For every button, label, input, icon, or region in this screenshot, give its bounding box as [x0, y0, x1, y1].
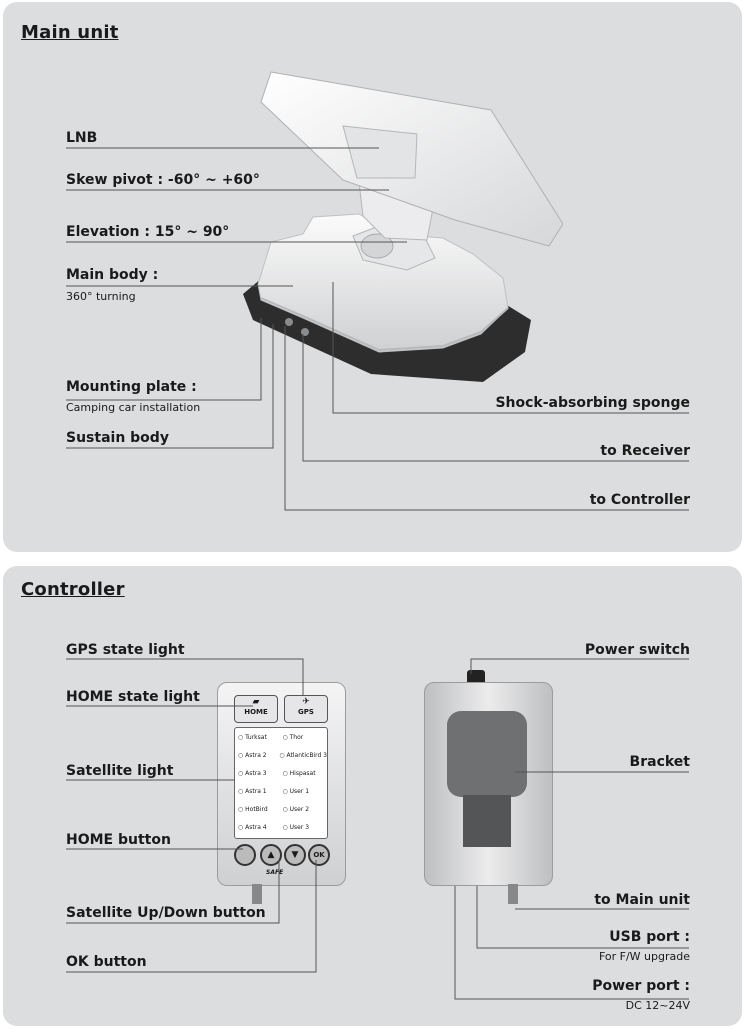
- gps-key[interactable]: ✈ GPS: [284, 695, 328, 723]
- usb-port-label: USB port :: [609, 929, 690, 945]
- bracket-label: Bracket: [629, 754, 690, 770]
- gps-state-light-label: GPS state light: [66, 642, 185, 658]
- ok-button-label: OK button: [66, 954, 147, 970]
- power-switch-label: Power switch: [584, 642, 690, 658]
- satellite-row: ○ Astra 3 ○ Hispasat: [235, 764, 327, 782]
- gps-key-label: GPS: [298, 708, 314, 716]
- mounting-plate-label: Mounting plate :: [66, 379, 197, 395]
- main-unit-title: Main unit: [21, 22, 119, 43]
- to-controller-label: to Controller: [589, 492, 690, 508]
- power-port-label: Power port :: [592, 978, 690, 994]
- skew-pivot-label: Skew pivot : -60° ~ +60°: [66, 172, 260, 188]
- controller-title: Controller: [21, 579, 125, 600]
- satellite-list: ○ Turksat ○ Thor ○ Astra 2 ○ AtlanticBird 3…: [235, 728, 327, 836]
- controller-front-device: ▰ HOME ✈ GPS ○ Turksat○ Thor○ Astra 2○ A…: [217, 682, 346, 886]
- main-body-sub-label: 360° turning: [66, 290, 136, 303]
- satellite-row: ○ Astra 2 ○ AtlanticBird 3: [235, 746, 327, 764]
- satellite-item: ○ User 3: [282, 823, 310, 831]
- satellite-list-screen: ○ Turksat ○ Thor ○ Astra 2 ○ AtlanticBird 3…: [234, 727, 328, 839]
- home-key-label: HOME: [244, 708, 268, 716]
- elevation-label: Elevation : 15° ~ 90°: [66, 224, 230, 240]
- satellite-item: ○ AtlanticBird 3: [279, 751, 327, 759]
- home-key[interactable]: ▰ HOME: [234, 695, 278, 723]
- main-body-label: Main body :: [66, 267, 159, 283]
- controller-rear-device: [424, 682, 553, 886]
- satellite-row: ○ Astra 4 ○ User 3: [235, 818, 327, 836]
- power-port-sub-label: DC 12~24V: [625, 999, 690, 1012]
- main-unit-leader-lines: [66, 147, 689, 511]
- satellite-item: ○ Thor: [282, 733, 304, 741]
- antenna-illustration: [243, 71, 564, 382]
- rear-connector: [508, 884, 518, 904]
- satellite-row: ○ HotBird ○ User 2: [235, 800, 327, 818]
- satellite-light-label: Satellite light: [66, 763, 174, 779]
- satellite-item: ○ Astra 3: [238, 769, 267, 777]
- controller-leader-lines: [66, 658, 689, 1000]
- ok-button[interactable]: OK: [308, 844, 330, 866]
- satellite-down-button[interactable]: ▼: [284, 844, 306, 866]
- satellite-item: ○ Astra 2: [238, 751, 267, 759]
- to-main-unit-label: to Main unit: [594, 892, 690, 908]
- satellite-item: ○ Astra 4: [238, 823, 267, 831]
- sustain-body-label: Sustain body: [66, 430, 169, 446]
- satellite-item: ○ Turksat: [238, 733, 267, 741]
- home-state-light-label: HOME state light: [66, 689, 200, 705]
- controller-panel: Controller ▰ HOME ✈ GPS ○ Turksat○ Thor○…: [3, 566, 742, 1026]
- lnb-label: LNB: [66, 130, 98, 146]
- satellite-item: ○ Astra 1: [238, 787, 267, 795]
- bracket-slot: [463, 795, 511, 847]
- satellite-item: ○ User 1: [282, 787, 310, 795]
- main-unit-panel: Main unit: [3, 2, 742, 552]
- home-icon: ▰: [252, 697, 260, 707]
- satellite-row: ○ Astra 1 ○ User 1: [235, 782, 327, 800]
- brand-logo: SAFE: [266, 869, 284, 876]
- satellite-item: ○ HotBird: [238, 805, 268, 813]
- satellite-item: ○ User 2: [282, 805, 310, 813]
- bracket: [447, 711, 527, 797]
- shock-sponge-label: Shock-absorbing sponge: [495, 395, 690, 411]
- front-connector: [252, 884, 262, 904]
- to-receiver-label: to Receiver: [600, 443, 690, 459]
- satellite-item: ○ Hispasat: [282, 769, 316, 777]
- satellite-up-button[interactable]: ▲: [260, 844, 282, 866]
- mounting-plate-sub-label: Camping car installation: [66, 401, 201, 414]
- updown-button-label: Satellite Up/Down button: [66, 905, 266, 921]
- home-button-label: HOME button: [66, 832, 171, 848]
- satellite-row: ○ Turksat ○ Thor: [235, 728, 327, 746]
- usb-port-sub-label: For F/W upgrade: [598, 950, 690, 963]
- satellite-icon: ✈: [302, 697, 310, 707]
